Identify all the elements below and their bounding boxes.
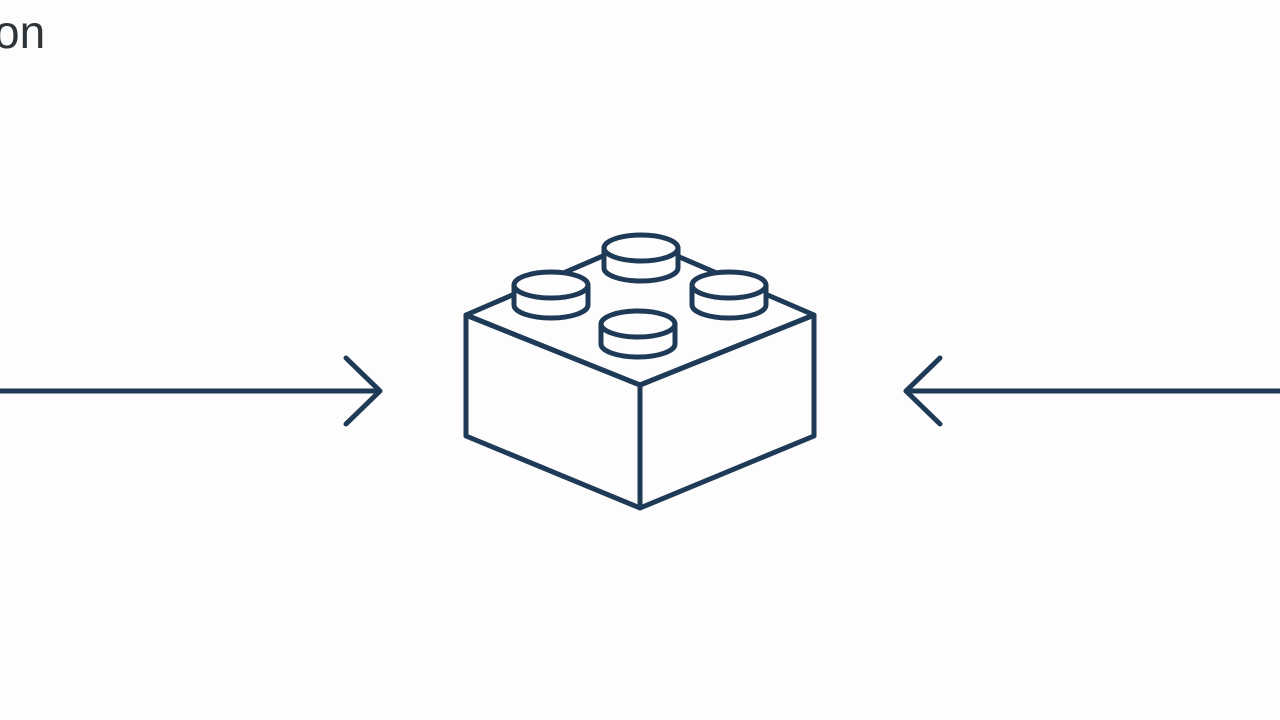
brick-right-face: [637, 312, 817, 511]
brick-stud-back: [601, 232, 681, 284]
slide-title-fragment: on: [0, 6, 46, 58]
brick-stud-left: [511, 269, 591, 321]
arrow-left-icon: [903, 355, 1280, 427]
building-block-brick-icon: [463, 232, 817, 511]
brick-stud-front: [598, 308, 678, 360]
diagram-strokes: [0, 232, 1280, 511]
arrow-right-icon: [0, 355, 383, 427]
arrow-left-head: [903, 355, 943, 427]
arrow-right-head: [343, 355, 383, 427]
brick-stud-right: [689, 269, 769, 321]
